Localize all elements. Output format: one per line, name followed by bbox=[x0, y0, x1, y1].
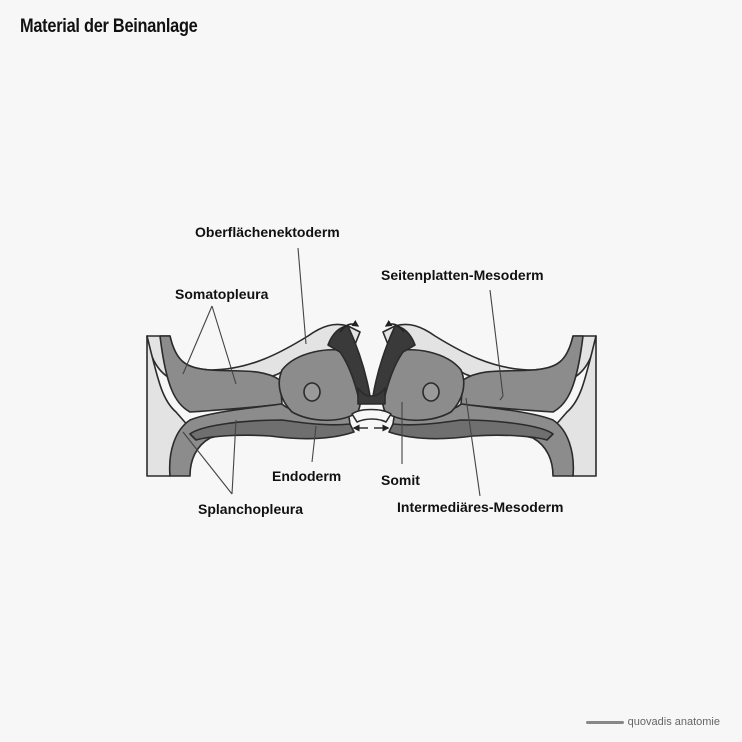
label-seitenplatten-mesoderm: Seitenplatten-Mesoderm bbox=[381, 267, 544, 283]
watermark-logo-icon bbox=[585, 720, 624, 724]
leader-splanchopleura-1 bbox=[182, 431, 233, 495]
leader-oberflaechenektoderm bbox=[297, 247, 307, 345]
label-oberflaechenektoderm: Oberflächenektoderm bbox=[195, 224, 340, 240]
publisher-watermark: quovadis anatomie bbox=[585, 716, 720, 728]
label-somit: Somit bbox=[381, 472, 420, 488]
diagram-title: Material der Beinanlage bbox=[20, 16, 198, 37]
right-somatopleura bbox=[460, 335, 584, 413]
right-neural-fold bbox=[372, 325, 416, 405]
label-endoderm: Endoderm bbox=[272, 468, 341, 484]
label-intermediaeres-mesoderm: Intermediäres-Mesoderm bbox=[397, 499, 564, 515]
right-half bbox=[372, 323, 597, 477]
midline-neural-plate bbox=[357, 387, 386, 405]
left-neural-fold bbox=[327, 325, 371, 405]
label-splanchopleura: Splanchopleura bbox=[198, 501, 303, 517]
leader-intermediaeres bbox=[465, 397, 481, 497]
leader-seitenplatten bbox=[489, 289, 504, 397]
leader-splanchopleura-2 bbox=[231, 419, 237, 495]
leader-seitenplatten-base bbox=[499, 395, 504, 401]
midline-gap bbox=[351, 408, 392, 423]
left-fold-arrow bbox=[339, 319, 360, 333]
left-endoderm bbox=[189, 419, 355, 441]
leader-somatopleura-1 bbox=[182, 305, 213, 375]
leader-endoderm bbox=[311, 425, 317, 463]
right-fold-arrow bbox=[384, 319, 405, 333]
label-somatopleura: Somatopleura bbox=[175, 286, 269, 302]
left-somatopleura bbox=[159, 335, 283, 413]
leader-somatopleura-2 bbox=[211, 305, 237, 385]
watermark-text: quovadis anatomie bbox=[627, 716, 720, 728]
left-half bbox=[146, 323, 371, 477]
left-somite-cavity bbox=[303, 382, 321, 402]
right-somite-cavity bbox=[422, 382, 440, 402]
